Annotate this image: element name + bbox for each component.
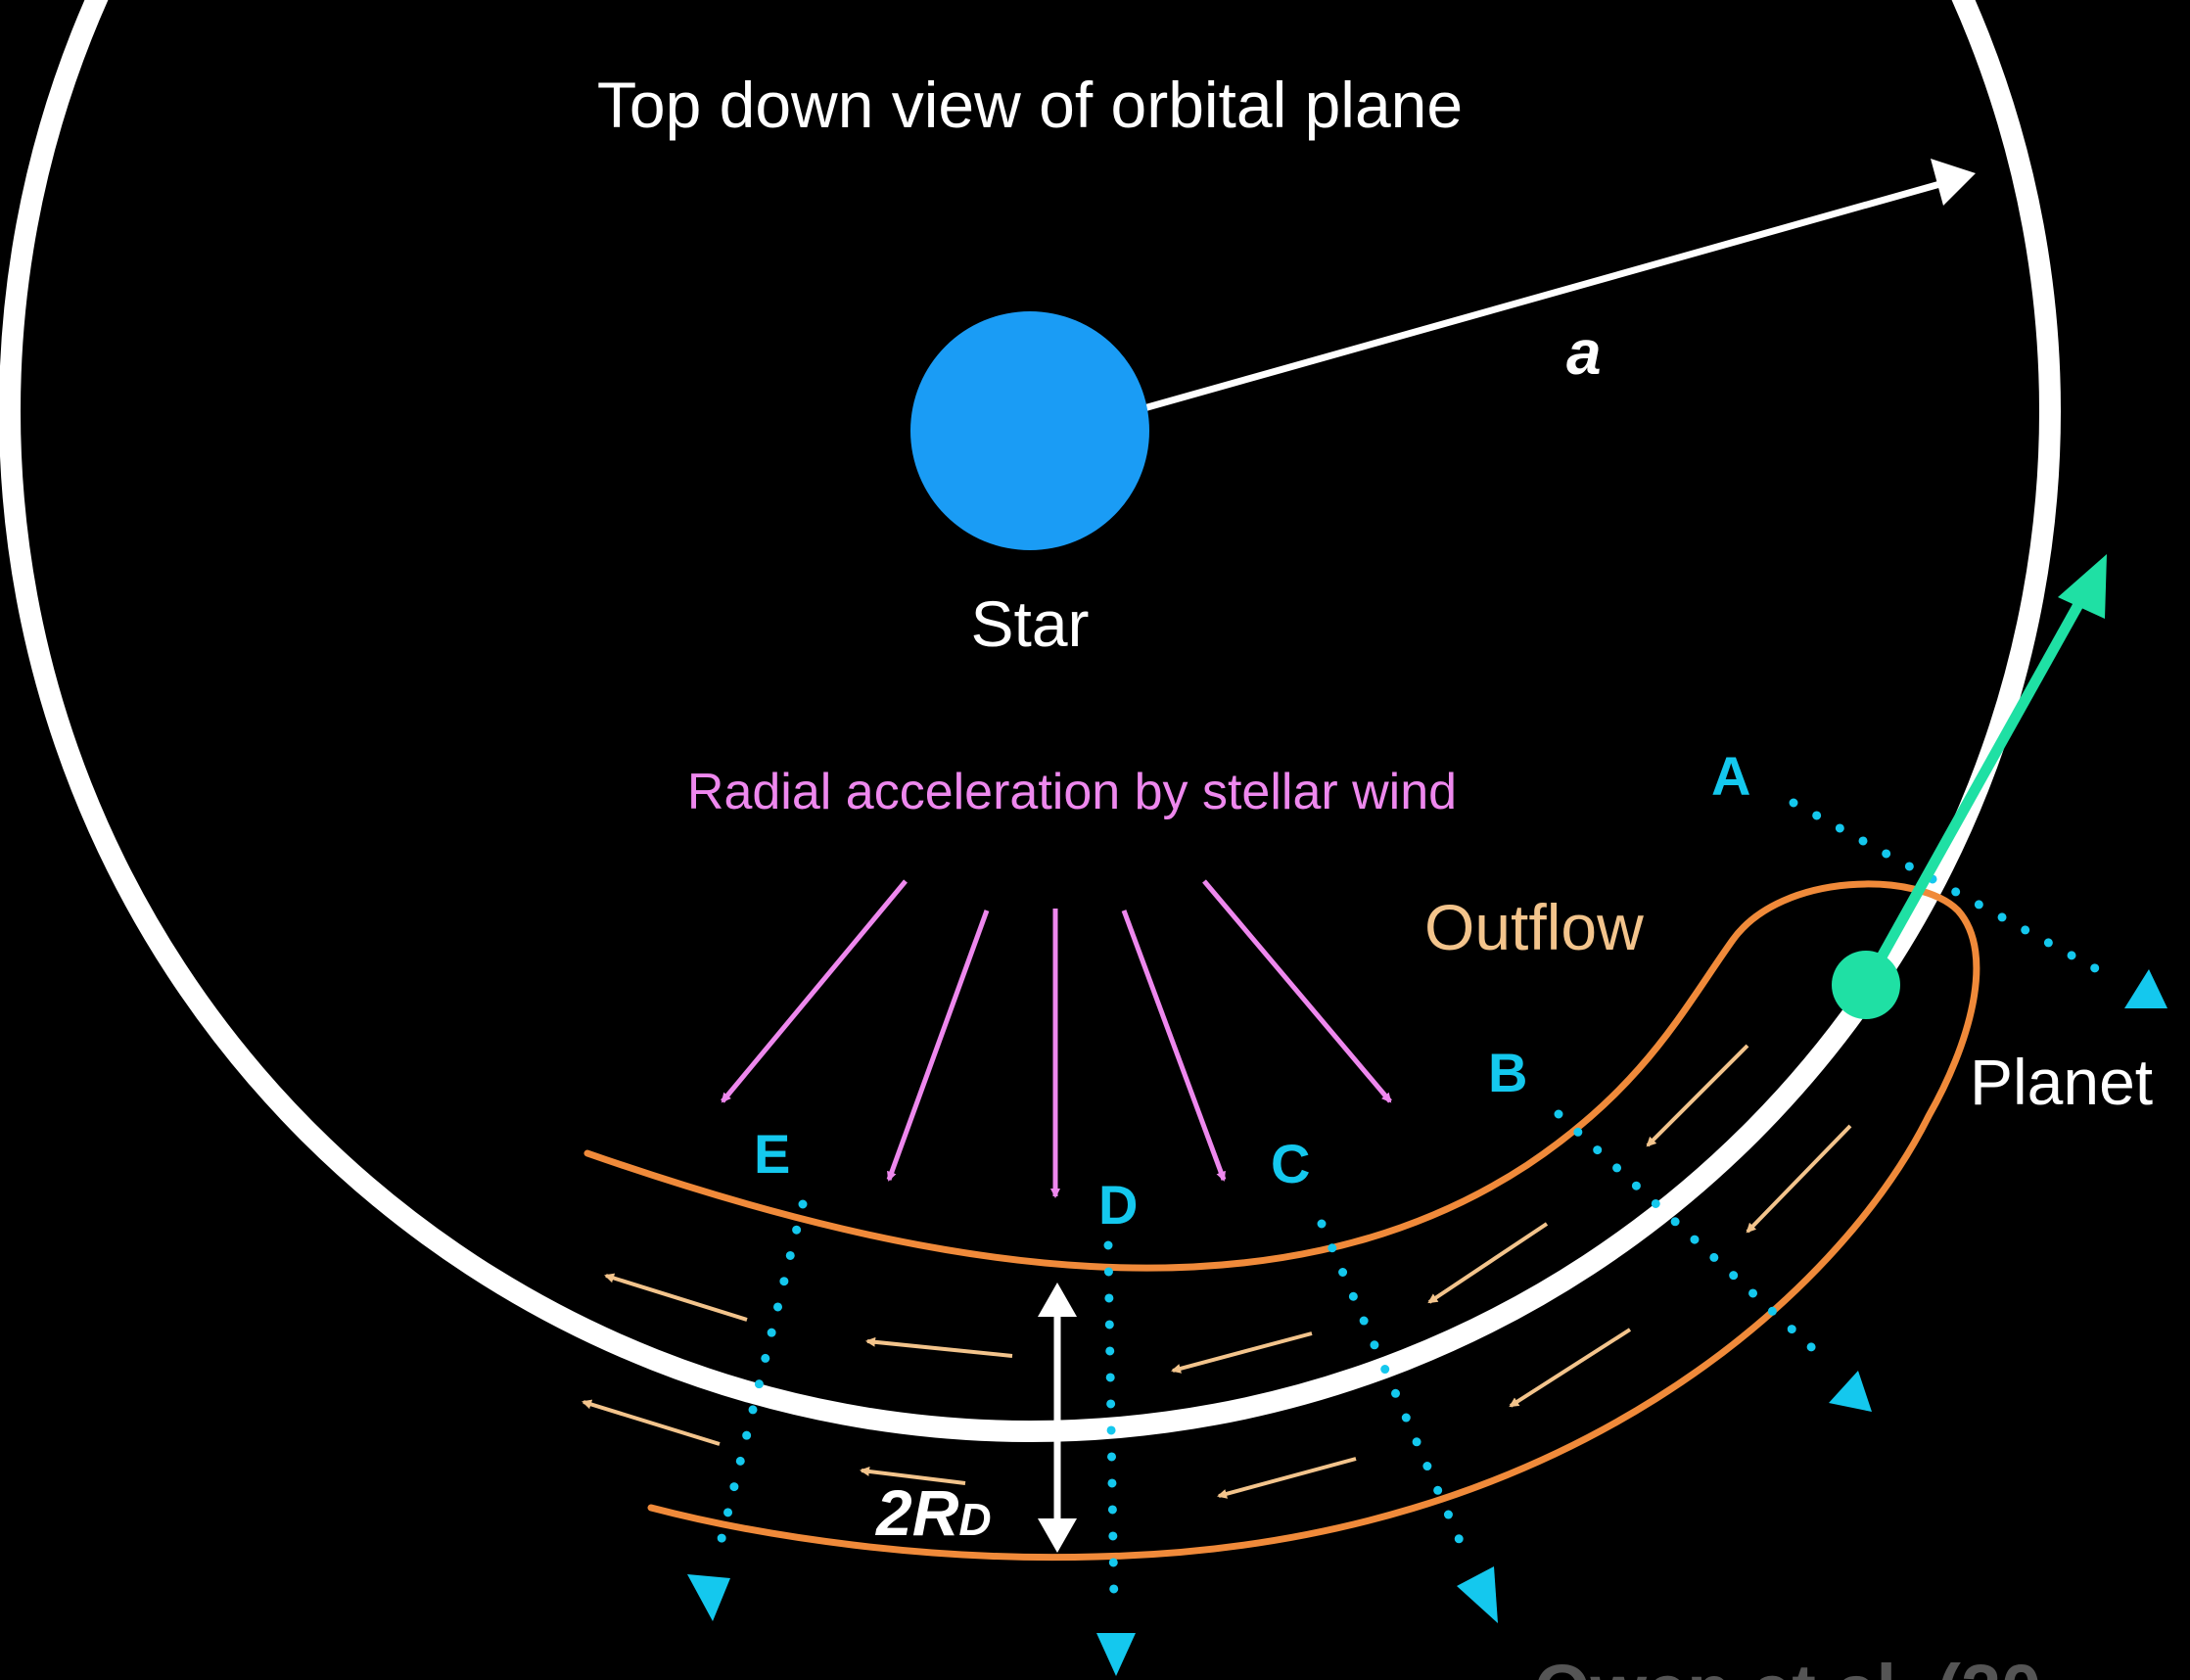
- flow-arrows: [582, 1044, 1852, 1499]
- flow-arrow: [1171, 1331, 1313, 1374]
- sightline-c-arrowhead: [1457, 1566, 1498, 1623]
- planet: [1832, 951, 1900, 1019]
- wind-arrow: [1202, 879, 1392, 1103]
- sightline-label-d: D: [1098, 1174, 1138, 1236]
- flow-arrow: [1746, 1124, 1852, 1234]
- flow-arrow: [582, 1399, 721, 1446]
- tail-width-label: 2RD: [874, 1476, 992, 1549]
- flow-arrow: [1646, 1044, 1749, 1147]
- semi-major-axis-arrowhead: [1931, 159, 1976, 206]
- wind-label: Radial acceleration by stellar wind: [687, 764, 1457, 820]
- wind-arrow: [721, 879, 908, 1103]
- flow-arrow: [1509, 1328, 1632, 1408]
- orbit-circle: [0, 0, 2061, 1442]
- sightline-b-arrowhead: [1829, 1371, 1872, 1412]
- sightline-label-a: A: [1711, 745, 1750, 807]
- star: [910, 311, 1149, 550]
- semi-major-axis-label: a: [1566, 317, 1602, 388]
- semi-major-axis-arrow: [1140, 172, 1969, 413]
- flow-arrow: [1427, 1222, 1549, 1304]
- sightline-e-arrowhead: [687, 1574, 730, 1621]
- planet-velocity-arrowhead: [2058, 554, 2107, 619]
- flow-arrow: [865, 1336, 1013, 1358]
- citation: Owen et al. (20: [1534, 1650, 2041, 1680]
- outflow-label: Outflow: [1424, 891, 1644, 963]
- diagram-title: Top down view of orbital plane: [597, 69, 1463, 141]
- outflow-boundary: [583, 880, 1980, 1562]
- sightline-label-b: B: [1488, 1042, 1527, 1103]
- sightline-e: [715, 1199, 808, 1552]
- sightline-b: [1554, 1109, 1826, 1361]
- tail-width-arrow: [1038, 1283, 1077, 1553]
- sightline-a: [1789, 798, 2120, 984]
- sightlines: A B C D E: [687, 745, 2167, 1676]
- sightline-a-arrowhead: [2124, 969, 2167, 1008]
- wind-arrow: [1121, 910, 1227, 1182]
- wind-arrows: [721, 879, 1392, 1198]
- wind-arrow: [886, 910, 990, 1182]
- sightline-d-arrowhead: [1096, 1633, 1136, 1676]
- flow-arrow: [604, 1273, 748, 1322]
- sightline-label-e: E: [754, 1123, 790, 1185]
- planet-velocity-arrow: [1861, 588, 2090, 988]
- flow-arrow: [1217, 1457, 1357, 1499]
- sightline-label-c: C: [1271, 1133, 1310, 1194]
- flow-arrow: [860, 1467, 966, 1485]
- star-label: Star: [970, 587, 1089, 660]
- planet-label: Planet: [1970, 1046, 2153, 1118]
